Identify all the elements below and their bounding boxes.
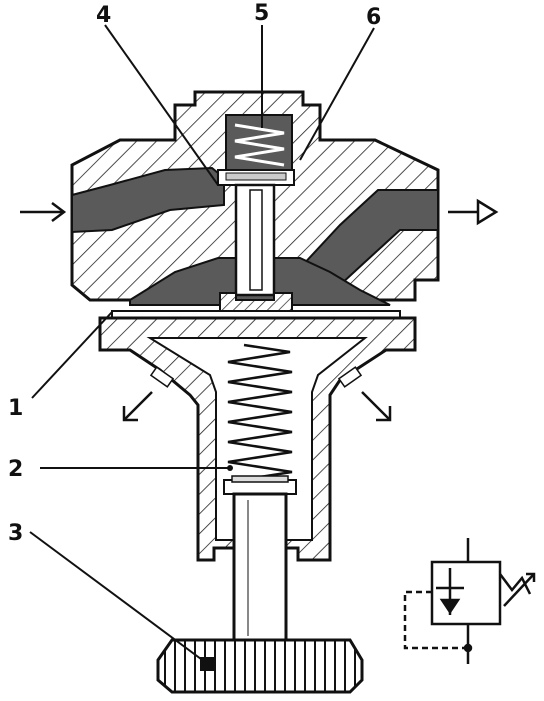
exhaust-right-arrow-icon bbox=[361, 391, 392, 422]
inlet-arrow-icon bbox=[20, 202, 67, 222]
valve-spring bbox=[234, 123, 285, 167]
adjusting-knob bbox=[156, 638, 364, 694]
spring-cavity bbox=[146, 337, 368, 541]
callout-2: 2 bbox=[8, 457, 23, 482]
callout-4: 4 bbox=[96, 3, 111, 28]
outlet-arrow-icon bbox=[448, 198, 499, 226]
exhaust-left-arrow-icon bbox=[122, 391, 153, 422]
leader-lines bbox=[29, 24, 375, 663]
callout-6: 6 bbox=[366, 5, 381, 30]
main-spring bbox=[227, 343, 293, 482]
adjusting-screw bbox=[232, 492, 288, 642]
callout-5: 5 bbox=[254, 1, 269, 26]
inlet-passage bbox=[71, 166, 225, 234]
callout-1: 1 bbox=[8, 396, 23, 421]
pressure-regulator-symbol-icon bbox=[403, 538, 536, 664]
callout-3: 3 bbox=[8, 521, 23, 546]
